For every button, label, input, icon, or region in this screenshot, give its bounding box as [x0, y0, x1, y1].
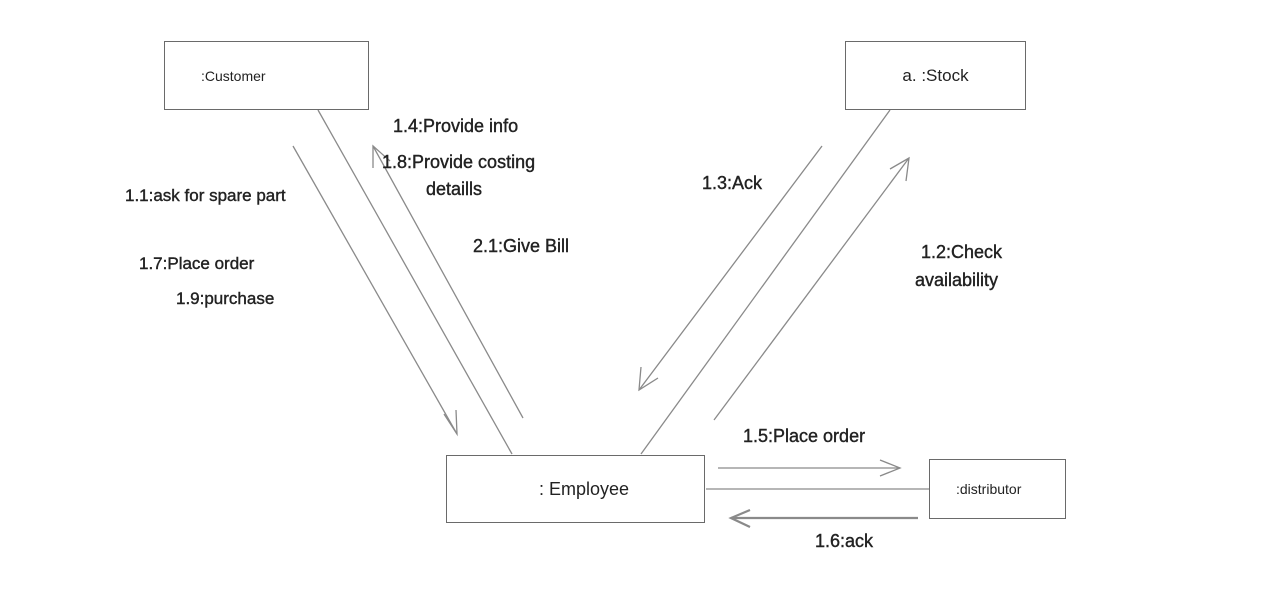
employee-object: : Employee [446, 455, 705, 523]
message-1-4: 1.4:Provide info [393, 116, 519, 136]
customer-object: :Customer [164, 41, 369, 110]
employee-object-label: : Employee [539, 478, 630, 499]
message-1-3: 1.3:Ack [702, 173, 763, 193]
message-1-9: 1.9:purchase [176, 289, 275, 308]
message-2-1: 2.1:Give Bill [473, 236, 570, 256]
distributor-object: :distributor [929, 459, 1066, 519]
message-1-6: 1.6:ack [815, 531, 874, 551]
arrowhead-to-employee-from-stock [638, 366, 659, 392]
stock-object-label: a. :Stock [902, 65, 969, 85]
stock-object: a. :Stock [845, 41, 1026, 110]
message-1-8-continued: detaills [426, 179, 483, 199]
arrow-to-employee-from-stock [638, 145, 823, 391]
arrow-to-employee-from-customer [292, 145, 458, 435]
arrow-to-stock-from-employee [713, 157, 910, 421]
arrowhead-to-distributor [879, 459, 902, 477]
message-1-8: 1.8:Provide costing [382, 152, 536, 172]
arrowhead-to-customer [372, 144, 391, 168]
arrowhead-to-employee-from-distributor [728, 508, 751, 528]
link-stock-employee [640, 109, 891, 455]
arrowhead-to-employee [443, 409, 458, 437]
customer-object-label: :Customer [201, 67, 266, 84]
link-customer-employee [317, 109, 513, 455]
arrow-to-customer-from-employee [372, 145, 524, 419]
message-1-1: 1.1:ask for spare part [125, 186, 286, 205]
message-1-2: 1.2:Check [921, 242, 1003, 262]
message-1-5: 1.5:Place order [743, 426, 866, 446]
distributor-object-label: :distributor [956, 481, 1022, 497]
message-1-7: 1.7:Place order [139, 254, 255, 273]
message-1-2-continued: availability [915, 270, 999, 290]
arrowhead-to-stock [889, 156, 910, 182]
